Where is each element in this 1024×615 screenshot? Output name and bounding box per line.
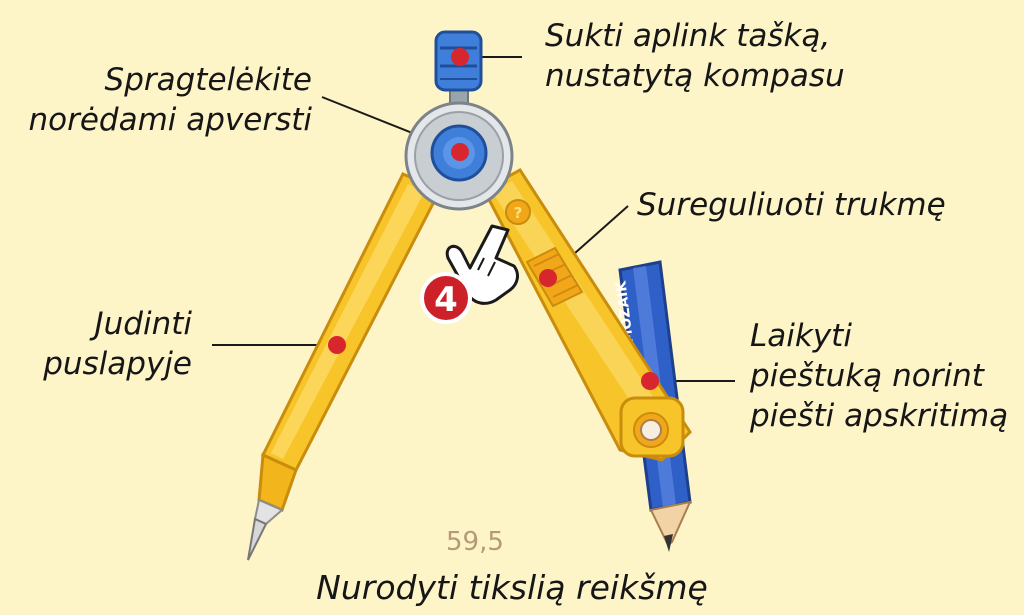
measurement-value[interactable]: 59,5	[446, 527, 504, 557]
label-flip: Spragtelėkite norėdami apversti	[28, 60, 312, 140]
label-adjust: Sureguliuoti trukmę	[637, 187, 946, 223]
label-rotate-line1: Sukti aplink tašką,	[545, 18, 831, 54]
label-move: Judinti puslapyje	[43, 304, 192, 384]
marker-flip[interactable]	[451, 143, 469, 161]
label-flip-line1: Spragtelėkite	[104, 62, 312, 98]
step-badge-number: 4	[434, 280, 458, 320]
label-pencil-line2: pieštuką norint	[750, 358, 984, 394]
label-flip-line2: norėdami apversti	[28, 102, 312, 138]
label-rotate: Sukti aplink tašką, nustatytą kompasu	[545, 16, 845, 96]
marker-adjust[interactable]	[539, 269, 557, 287]
marker-move[interactable]	[328, 336, 346, 354]
label-pencil-line3: piešti apskritimą	[750, 398, 1009, 434]
label-pencil: Laikyti pieštuką norint piešti apskritim…	[750, 316, 1008, 436]
rotate-knob[interactable]	[434, 30, 483, 109]
right-leg[interactable]: ?	[481, 168, 692, 462]
label-precise-value: Nurodyti tikslią reikšmę	[316, 568, 708, 607]
question-icon[interactable]: ?	[505, 199, 531, 225]
marker-rotate[interactable]	[451, 48, 469, 66]
marker-pencil[interactable]	[641, 372, 659, 390]
svg-text:?: ?	[514, 204, 523, 222]
label-rotate-line2: nustatytą kompasu	[545, 58, 845, 94]
pencil-holder-clamp[interactable]	[619, 396, 685, 458]
step-badge: 4	[420, 272, 472, 324]
label-move-line2: puslapyje	[43, 346, 192, 382]
label-move-line1: Judinti	[94, 306, 193, 342]
hotspot-markers	[328, 48, 659, 390]
hinge-flip-button[interactable]	[404, 101, 514, 211]
left-leg[interactable]	[247, 172, 443, 561]
label-pencil-line1: Laikyti	[750, 318, 852, 354]
